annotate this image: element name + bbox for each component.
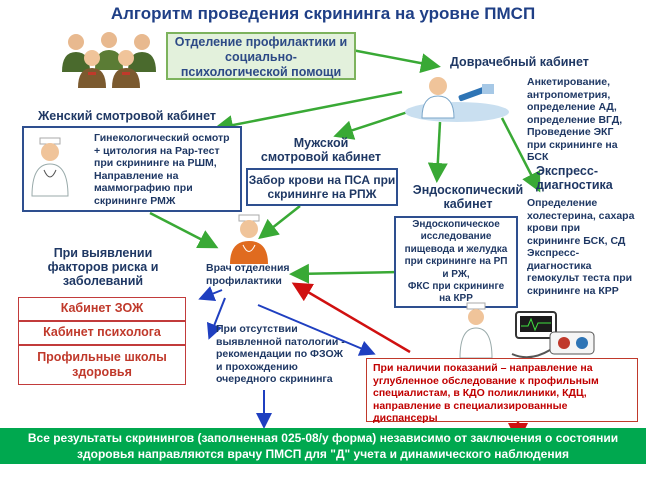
- arrow-women-to-doctor: [149, 211, 219, 249]
- prepmedical-task-2: антропометрия,: [527, 88, 611, 101]
- endoscopy-heading-line-2: кабинет: [443, 197, 493, 211]
- arrow-doctor-to-indications: [257, 304, 376, 356]
- results-banner-line-2: здоровья направляются врачу ПМСП для "Д"…: [77, 447, 569, 461]
- risk-heading-line-3: заболеваний: [62, 274, 144, 288]
- prevention-line-3: психологической помощи: [180, 65, 342, 79]
- risk-item-health-schools: Профильные школы здоровья: [18, 345, 186, 385]
- express-line-5: Экспресс-: [527, 247, 580, 259]
- risk-heading: При выявлении факторов риска и заболеван…: [28, 246, 178, 288]
- arrow-men-to-doctor: [258, 205, 301, 240]
- risk-item-psychologist: Кабинет психолога: [18, 321, 186, 345]
- prepmedical-task-3: определение АД,: [527, 101, 617, 113]
- no-pathology-line-5: очередного скрининга: [216, 373, 333, 385]
- express-line-2: холестерина, сахара: [527, 209, 635, 222]
- indications-line-1: При наличии показаний – направление на: [373, 362, 593, 374]
- doctor-label-line-2: профилактики: [206, 274, 282, 287]
- arrow-indications-to-doctor: [291, 282, 411, 354]
- prevention-line-2: социально-: [225, 50, 297, 64]
- women-text: Гинекологический осмотр + цитология на P…: [94, 132, 240, 207]
- express-line-7: гемокульт теста при: [527, 272, 633, 284]
- women-line-3: при скрининге на РШМ,: [94, 157, 217, 169]
- express-text: Определение холестерина, сахара крови пр…: [527, 197, 645, 297]
- express-heading-line-2: диагностика: [536, 178, 613, 192]
- no-pathology-line-2: выявленной патологии -: [216, 335, 345, 348]
- risk-list: Кабинет ЗОЖ Кабинет психолога Профильные…: [18, 297, 186, 393]
- express-line-1: Определение: [527, 197, 598, 209]
- doctor-icon: [30, 136, 70, 198]
- endoscopy-line-7: на КРР: [439, 293, 473, 305]
- women-line-4: Направление на: [94, 169, 179, 182]
- doctor-with-clipboard-icon: [398, 72, 516, 124]
- express-line-4: скрининге БСК, СД: [527, 234, 626, 247]
- express-line-3: крови при: [527, 222, 581, 234]
- prevention-department-box: Отделение профилактики и социально- псих…: [166, 32, 356, 80]
- green-arrows: [149, 48, 541, 284]
- page-title: Алгоритм проведения скрининга на уровне …: [110, 4, 536, 23]
- endoscopy-line-3: пищевода и желудка: [404, 243, 508, 255]
- endoscopy-line-4: при скрининге на РП: [404, 256, 508, 268]
- results-banner-line-1: Все результаты скринингов (заполненная 0…: [27, 431, 619, 445]
- no-pathology-line-3: рекомендации по ФЗОЖ: [216, 348, 343, 360]
- women-box: Гинекологический осмотр + цитология на P…: [22, 126, 242, 212]
- men-line-2: скрининге на РПЖ: [267, 187, 377, 201]
- doctor-icon: [458, 302, 494, 359]
- prepmedical-tasks: Анкетирование, антропометрия, определени…: [527, 76, 645, 164]
- arrow-to-women: [213, 90, 403, 135]
- men-heading-line-2: смотровой кабинет: [260, 150, 382, 164]
- no-pathology-text: При отсутствии выявленной патологии - ре…: [216, 323, 362, 386]
- arrow-endoscopy-to-doctor: [289, 263, 401, 284]
- medical-equipment-icon: [510, 310, 600, 362]
- endoscopy-heading: Эндоскопический кабинет: [406, 183, 530, 211]
- endoscopy-box: Эндоскопическое исследование пищевода и …: [394, 216, 518, 308]
- indications-line-4: направление в специализированные диспанс…: [373, 399, 568, 425]
- indications-box: При наличии показаний – направление на у…: [366, 358, 638, 437]
- endoscopy-line-2: исследование: [420, 231, 492, 243]
- doctor-label: Врач отделения профилактики: [206, 262, 306, 287]
- arrow-doctor-to-risk: [198, 286, 223, 301]
- group-of-people-icon: [54, 30, 164, 92]
- prepmedical-task-5: Проведение ЭКГ: [527, 126, 614, 138]
- women-line-6: скрининге РМЖ: [94, 194, 176, 207]
- prepmedical-task-7: БСК: [527, 151, 549, 163]
- endoscopy-line-5: и РЖ,: [442, 268, 470, 280]
- prepmedical-task-6: при скрининге на: [527, 138, 618, 151]
- doctor-icon: [224, 214, 274, 264]
- risk-heading-line-2: факторов риска и: [47, 260, 159, 274]
- no-pathology-line-1: При отсутствии: [216, 323, 298, 335]
- men-heading-line-1: Мужской: [293, 136, 349, 150]
- no-pathology-line-4: и прохождению: [216, 360, 298, 373]
- prepmedical-heading: Доврачебный кабинет: [450, 55, 589, 69]
- women-heading: Женский смотровой кабинет: [38, 109, 216, 123]
- express-line-6: диагностика: [527, 259, 592, 272]
- arrow-to-express: [500, 117, 541, 193]
- women-line-5: маммографию при: [94, 182, 193, 194]
- men-line-1: Забор крови на ПСА при: [248, 173, 396, 187]
- endoscopy-heading-line-1: Эндоскопический: [412, 183, 524, 197]
- risk-item-healthy-lifestyle: Кабинет ЗОЖ: [18, 297, 186, 321]
- endoscopy-line-6: ФКС при скрининге: [407, 281, 505, 293]
- express-heading: Экспресс- диагностика: [536, 164, 646, 192]
- risk-heading-line-1: При выявлении: [53, 246, 153, 260]
- arrow-to-endoscopy: [427, 121, 448, 183]
- prevention-line-1: Отделение профилактики и: [174, 35, 348, 49]
- results-banner: Все результаты скринингов (заполненная 0…: [0, 428, 646, 464]
- indications-line-2: углубленное обследование к профильным: [373, 374, 599, 387]
- arrow-doctor-to-no-pathology: [206, 297, 226, 340]
- express-line-8: скрининге на КРР: [527, 284, 619, 297]
- arrow-prevention-to-prepmedical: [351, 48, 441, 74]
- express-heading-line-1: Экспресс-: [536, 164, 598, 178]
- men-heading: Мужской смотровой кабинет: [256, 136, 386, 164]
- women-line-1: Гинекологический осмотр: [94, 132, 230, 144]
- doctor-label-line-1: Врач отделения: [206, 262, 290, 274]
- women-line-2: + цитология на Pap-тест: [94, 144, 220, 157]
- indications-line-3: специалистам, в КДО поликлиники, КДЦ,: [373, 387, 587, 399]
- blue-arrows: [198, 286, 376, 429]
- men-box: Забор крови на ПСА при скрининге на РПЖ: [246, 168, 398, 206]
- prepmedical-task-4: определение ВГД,: [527, 113, 623, 126]
- endoscopy-line-1: Эндоскопическое: [412, 219, 500, 230]
- prepmedical-task-1: Анкетирование,: [527, 76, 611, 88]
